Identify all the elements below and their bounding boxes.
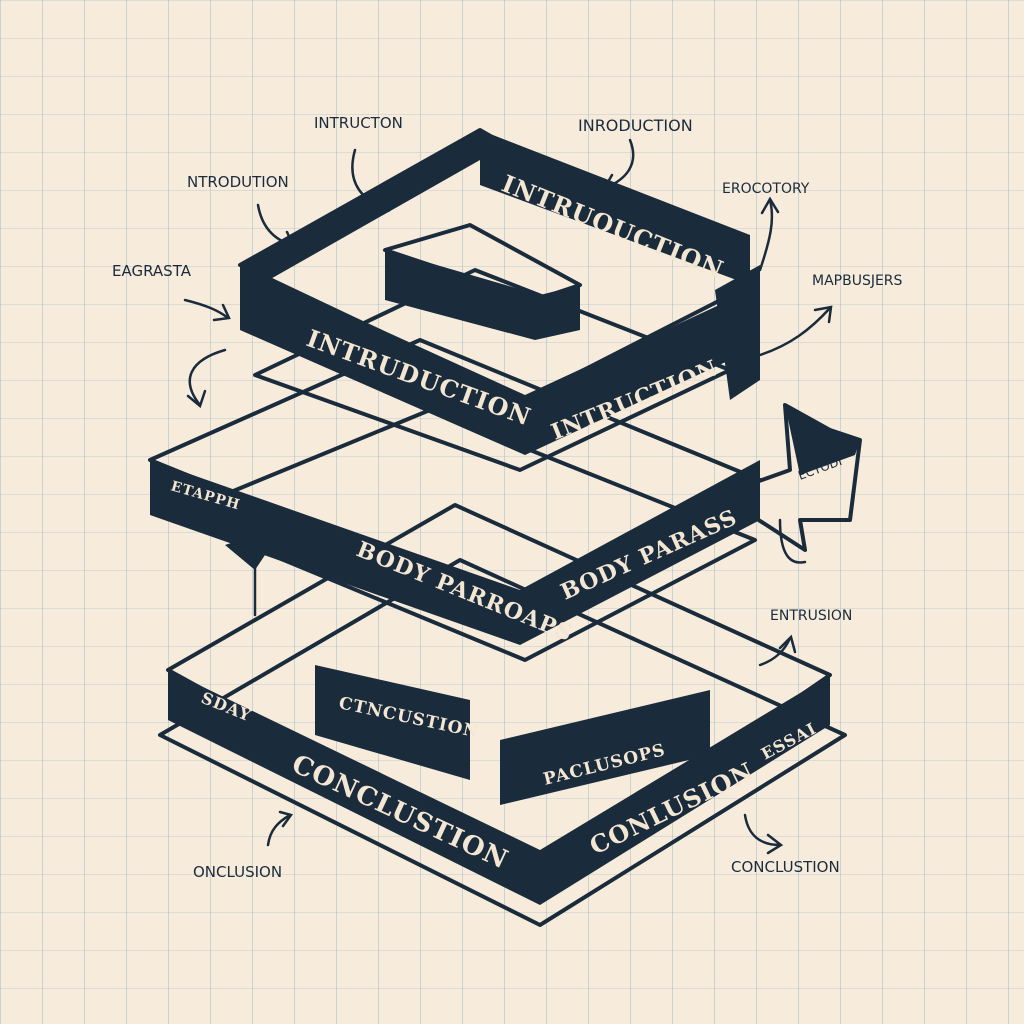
middle-shadow-plate xyxy=(173,408,757,662)
top-layer: INTRUOUCTION INTRUDUCTION INTRUCTION xyxy=(238,128,760,472)
bottom-front-band-left xyxy=(168,670,540,905)
top-right-pillar xyxy=(715,265,760,400)
note-top-center: INTRUCTON xyxy=(314,114,403,132)
note-right-mid: MAPBUSJERS xyxy=(812,273,903,289)
arrow-right-mid xyxy=(758,305,833,357)
middle-band-right-text: BODY PARASS xyxy=(557,504,741,605)
arrow-top-right xyxy=(602,138,635,194)
bottom-top-surface xyxy=(166,503,832,877)
middle-arrow-pointer-face xyxy=(785,405,860,475)
bottom-inner-block-left xyxy=(315,665,470,780)
annotation-arrows xyxy=(183,138,833,855)
arrow-right-lower xyxy=(758,634,797,667)
bottom-inner-block-right xyxy=(500,690,710,805)
middle-front-band-left xyxy=(150,460,520,645)
arrow-left-upper xyxy=(256,203,295,248)
middle-front-band-right xyxy=(520,460,760,645)
top-inner-block xyxy=(385,250,580,340)
arrow-right-middle-hook xyxy=(778,518,807,564)
arrow-right-upper xyxy=(758,196,780,272)
top-front-band-right xyxy=(525,300,730,455)
annotation-labels: INTRUCTON INRODUCTION NTRODUTION EAGRAST… xyxy=(112,114,903,881)
arrow-top-center xyxy=(351,148,390,216)
arrow-bottom-left xyxy=(266,810,294,847)
top-inner-block-face xyxy=(383,223,582,302)
note-bottom-right: CONCLUSTION xyxy=(731,858,840,876)
bottom-layer: CONCLUSTION CONLUSION SDAY ESSAI CTNCUST… xyxy=(158,503,847,927)
note-left-mid: EAGRASTA xyxy=(112,262,192,280)
top-front-band-left xyxy=(240,265,525,455)
top-back-band-left xyxy=(240,130,480,285)
bottom-front-band-right xyxy=(540,675,830,905)
arrow-bottom-right xyxy=(743,813,784,855)
note-right-upper: EROCOTORY xyxy=(722,181,810,197)
arrow-left-mid xyxy=(183,298,231,322)
note-top-right: INRODUCTION xyxy=(578,116,693,135)
note-left-upper: NTRODUTION xyxy=(187,173,289,191)
top-back-band xyxy=(480,130,750,285)
note-right-lower: ENTRUSION xyxy=(770,608,852,624)
bottom-base-plate xyxy=(158,558,847,927)
arrow-left-curl xyxy=(186,348,227,409)
note-bottom-left: ONCLUSION xyxy=(193,863,282,881)
